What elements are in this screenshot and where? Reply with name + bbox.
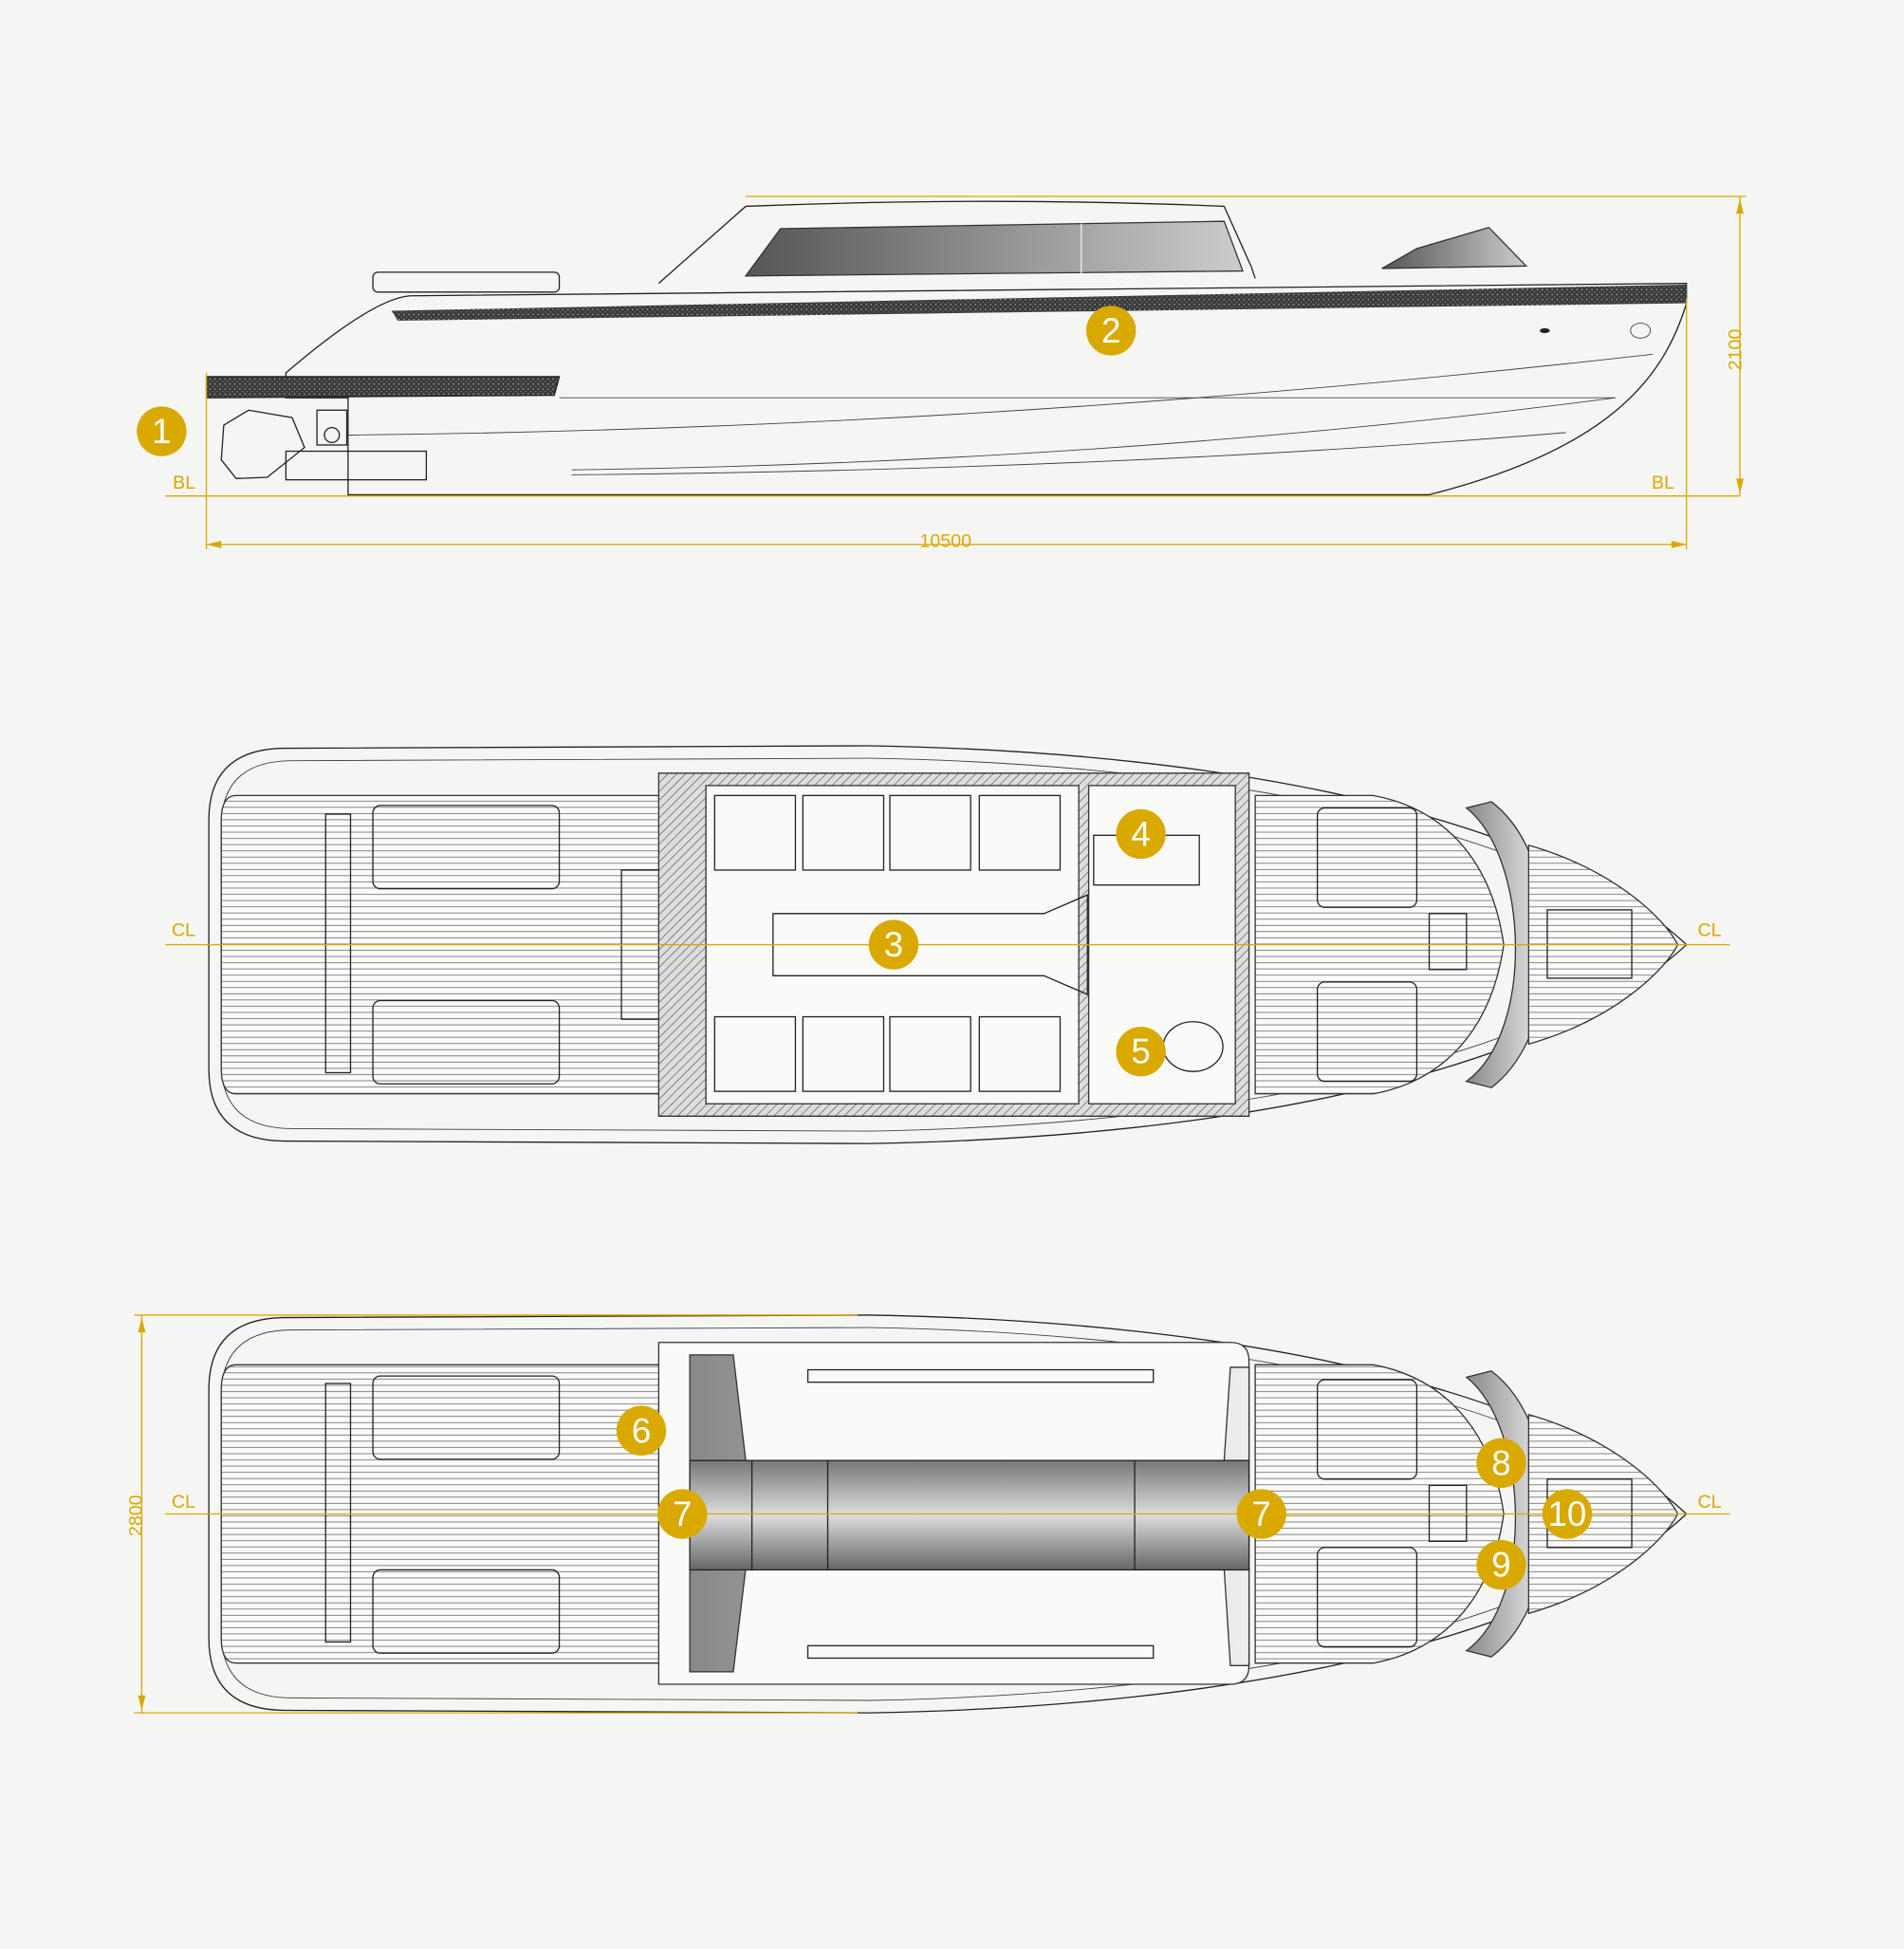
helm-seat-2 — [1316, 1547, 1418, 1648]
centerline-label-right: CL — [1697, 1492, 1721, 1513]
sunbed-1 — [372, 805, 561, 890]
callout-4: 4 — [1116, 808, 1166, 860]
hull-profile — [285, 283, 1688, 496]
callout-8: 8 — [1476, 1438, 1526, 1489]
svg-text:4: 4 — [1131, 814, 1150, 853]
svg-text:1: 1 — [152, 412, 171, 451]
callout-5: 5 — [1116, 1027, 1166, 1077]
callout-7-fwd: 7 — [1236, 1489, 1286, 1539]
svg-text:3: 3 — [884, 925, 903, 964]
seats-port — [713, 794, 1062, 871]
sunbed-1 — [372, 1375, 561, 1460]
baseline-label-right: BL — [1652, 473, 1674, 493]
helm-seat-1 — [1316, 807, 1418, 908]
top-view-deck: CL CL 2800 — [125, 1314, 1730, 1714]
callout-1: 1 — [137, 406, 187, 456]
centerline-label-right: CL — [1697, 919, 1721, 940]
seats-starboard — [713, 1015, 1062, 1092]
callout-3: 3 — [868, 919, 919, 970]
callout-9: 9 — [1476, 1540, 1526, 1590]
callout-10: 10 — [1542, 1489, 1593, 1539]
centerline-label-left: CL — [172, 1492, 195, 1513]
windscreen — [1381, 226, 1528, 269]
table — [772, 894, 1088, 995]
height-label: 2100 — [1725, 329, 1746, 371]
beam-label: 2800 — [125, 1494, 146, 1536]
svg-text:5: 5 — [1131, 1032, 1150, 1071]
helm-seat-1 — [1316, 1379, 1418, 1480]
baseline-label-left: BL — [173, 473, 195, 493]
callout-7-aft: 7 — [657, 1489, 708, 1539]
callout-2: 2 — [1085, 306, 1137, 356]
cabin-profile — [657, 200, 1256, 285]
sunbed-2 — [372, 1568, 561, 1654]
length-label: 10500 — [919, 530, 971, 551]
centerline-label-left: CL — [172, 919, 195, 940]
sunbed-cushion — [372, 271, 561, 293]
side-view: BL BL 10500 2100 — [165, 195, 1747, 551]
outboard-drive — [220, 409, 428, 481]
helm-seat-2 — [1316, 981, 1418, 1083]
sunroof — [689, 1459, 1250, 1571]
handrail-2 — [806, 1644, 1155, 1660]
svg-text:7: 7 — [1251, 1494, 1270, 1533]
svg-text:8: 8 — [1491, 1443, 1510, 1482]
rub-rail — [391, 284, 1687, 321]
svg-text:6: 6 — [632, 1411, 651, 1450]
cabin-window — [744, 220, 1244, 277]
swim-platform — [205, 376, 561, 399]
svg-text:2: 2 — [1101, 311, 1120, 350]
svg-text:9: 9 — [1491, 1546, 1510, 1585]
svg-text:10: 10 — [1548, 1494, 1587, 1533]
svg-text:7: 7 — [673, 1494, 692, 1533]
sunbed-2 — [372, 999, 561, 1085]
handrail-1 — [806, 1368, 1155, 1383]
helm-console — [1428, 913, 1468, 971]
callout-6: 6 — [616, 1405, 667, 1456]
top-view-interior: CL CL — [165, 745, 1730, 1144]
